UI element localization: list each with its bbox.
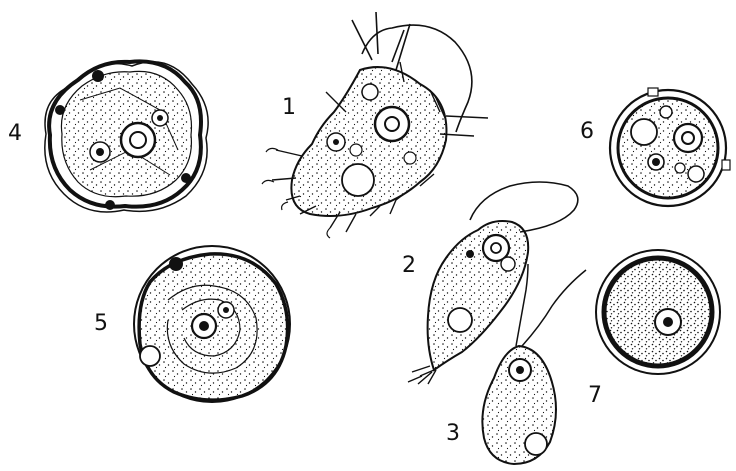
label-7: 7	[588, 383, 602, 408]
label-2: 2	[402, 253, 416, 278]
label-6: 6	[580, 119, 594, 144]
label-3: 3	[446, 421, 460, 446]
label-5: 5	[94, 311, 108, 336]
label-1: 1	[282, 95, 296, 120]
cell-4-precyst	[45, 61, 208, 212]
cell-2-flagellate	[408, 182, 578, 384]
cell-7-mature-cyst	[596, 250, 720, 374]
label-4: 4	[8, 121, 22, 146]
cell-6-cyst	[610, 88, 730, 206]
cell-5-cyst	[134, 246, 290, 402]
cell-1-amoeboid-form	[262, 12, 488, 238]
